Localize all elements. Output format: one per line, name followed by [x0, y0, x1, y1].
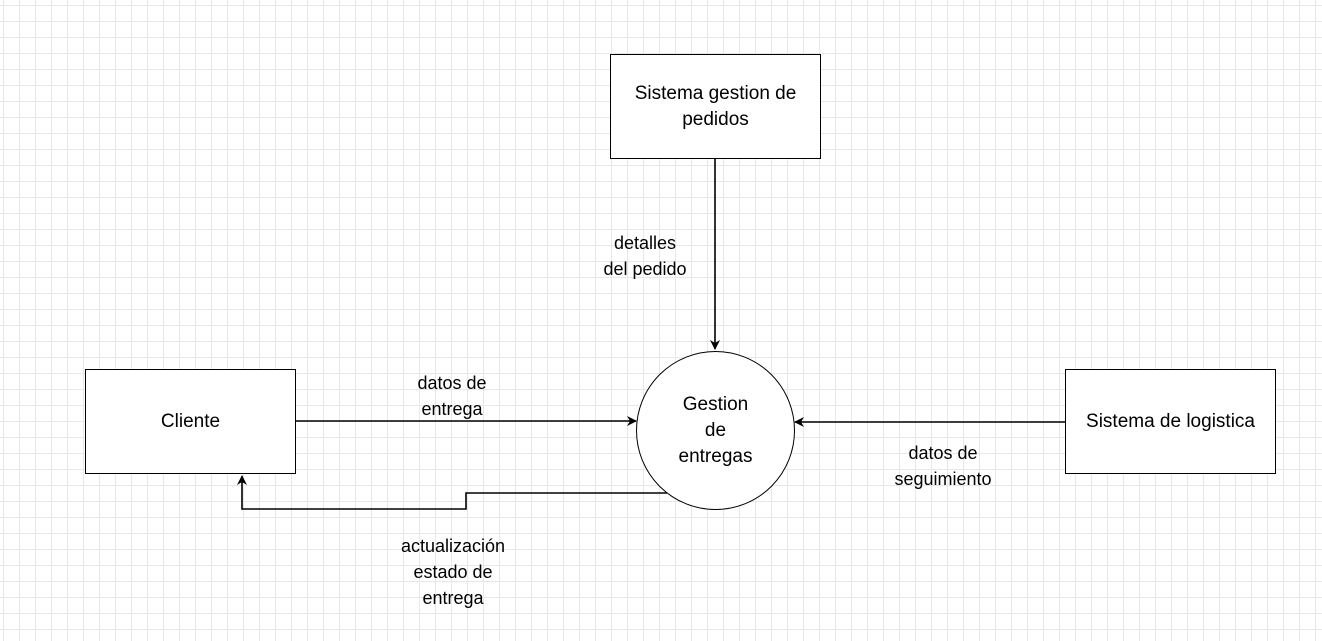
flow-label-actualizacion: actualización estado de entrega [400, 536, 506, 608]
flow-label-detalles: detalles del pedido [603, 233, 687, 279]
flow-arrow-actualizacion [237, 475, 667, 510]
entity-cliente[interactable]: Cliente [85, 369, 296, 474]
entity-sistema-logistica[interactable]: Sistema de logistica [1065, 369, 1276, 474]
entity-label: Sistema gestion de pedidos [634, 82, 797, 130]
process-gestion-entregas[interactable]: Gestion de entregas [636, 351, 795, 510]
entity-label: Cliente [160, 410, 221, 432]
process-label: Gestion de entregas [678, 393, 753, 467]
flow-label-datos-seguimiento: datos de seguimiento [894, 443, 992, 489]
entity-sistema-gestion-pedidos[interactable]: Sistema gestion de pedidos [610, 54, 821, 159]
entity-label: Sistema de logistica [1086, 410, 1255, 432]
flow-label-datos-entrega: datos de entrega [417, 373, 487, 419]
